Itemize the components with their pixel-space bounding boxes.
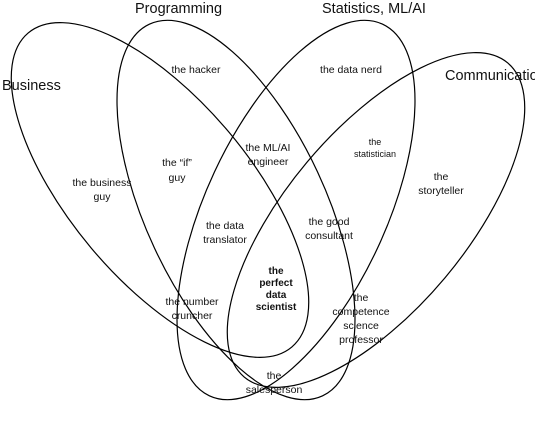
- statistics-label: Statistics, ML/AI: [322, 1, 426, 17]
- svg-text:translator: translator: [203, 234, 247, 246]
- svg-text:guy: guy: [94, 191, 112, 203]
- svg-text:consultant: consultant: [305, 230, 353, 242]
- programming-ellipse: [116, 19, 356, 401]
- svg-text:salesperson: salesperson: [246, 384, 303, 396]
- svg-text:the data: the data: [206, 220, 244, 232]
- svg-text:engineer: engineer: [248, 156, 289, 168]
- svg-text:the: the: [267, 370, 282, 382]
- business-label: Business: [2, 78, 61, 94]
- communication-label: Communication: [445, 68, 535, 84]
- svg-text:the: the: [434, 171, 449, 183]
- svg-text:the business: the business: [73, 177, 132, 189]
- region-competence-science-professor: the competence science professor: [332, 292, 389, 346]
- svg-text:competence: competence: [332, 306, 389, 318]
- svg-text:science: science: [343, 320, 379, 332]
- region-statistician: the statistician: [354, 137, 396, 159]
- svg-text:the number: the number: [165, 296, 219, 308]
- svg-text:perfect: perfect: [259, 278, 293, 289]
- svg-text:professor: professor: [339, 334, 383, 346]
- region-good-consultant: the good consultant: [305, 216, 353, 242]
- svg-text:data: data: [266, 290, 287, 301]
- region-data-nerd: the data nerd: [320, 64, 382, 76]
- region-storyteller: the storyteller: [418, 171, 464, 197]
- svg-text:cruncher: cruncher: [172, 310, 213, 322]
- svg-text:the good: the good: [309, 216, 350, 228]
- svg-text:guy: guy: [169, 172, 187, 184]
- business-ellipse: [10, 22, 310, 358]
- region-business-guy: the business guy: [73, 177, 132, 203]
- region-salesperson: the salesperson: [246, 370, 303, 396]
- region-hacker: the hacker: [171, 64, 221, 76]
- svg-text:storyteller: storyteller: [418, 185, 464, 197]
- region-if-guy: the “if” guy: [162, 157, 192, 184]
- statistics-ellipse: [176, 19, 416, 401]
- region-perfect-data-scientist: the perfect data scientist: [256, 266, 297, 313]
- svg-text:the ML/AI: the ML/AI: [246, 142, 291, 154]
- region-data-translator: the data translator: [203, 220, 247, 246]
- region-number-cruncher: the number cruncher: [165, 296, 219, 322]
- svg-text:statistician: statistician: [354, 149, 396, 159]
- region-mlai-engineer: the ML/AI engineer: [246, 142, 291, 168]
- communication-ellipse: [226, 52, 526, 388]
- svg-text:scientist: scientist: [256, 302, 297, 313]
- svg-text:the: the: [354, 292, 369, 304]
- programming-label: Programming: [135, 1, 222, 17]
- svg-text:the “if”: the “if”: [162, 157, 192, 169]
- svg-text:the: the: [369, 137, 382, 147]
- svg-text:the: the: [269, 266, 284, 277]
